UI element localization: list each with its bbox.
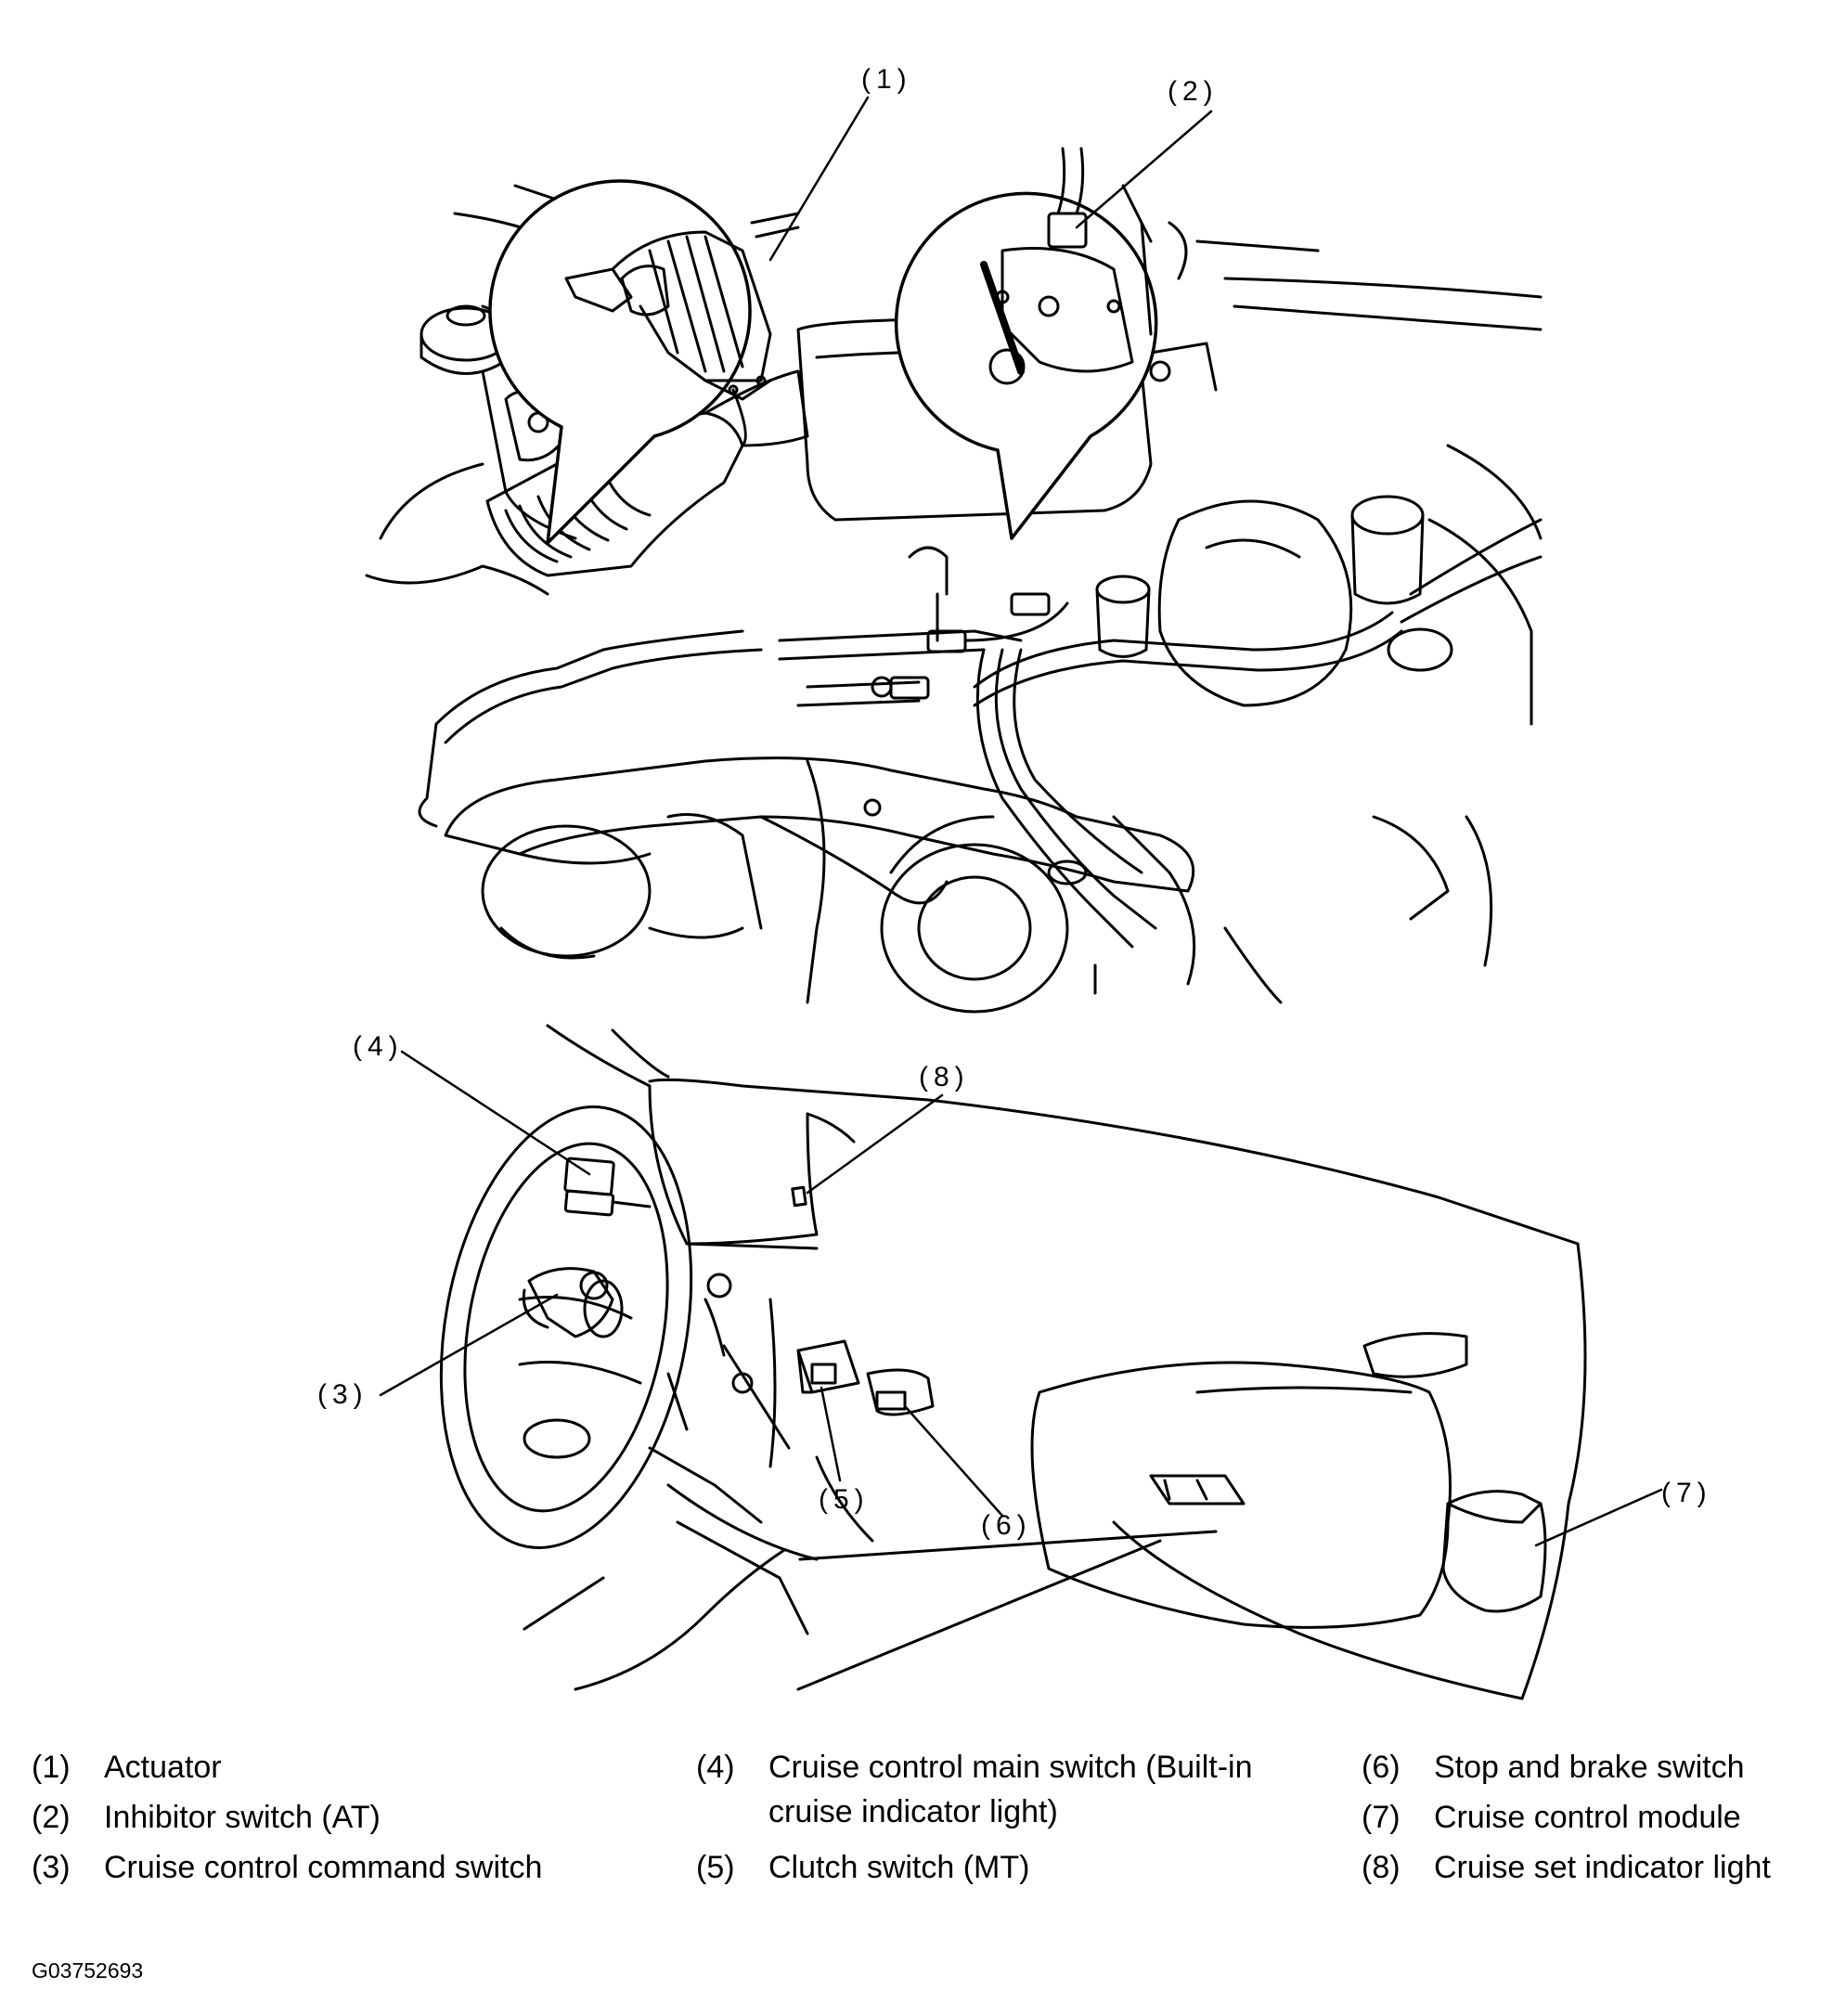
cruise-control-location-diagram: (1) (2) (4) (8) (3) (5) (6) (7) [317,64,1712,1700]
callout-8: (8) [919,1062,970,1092]
callout-3: (3) [317,1379,368,1410]
parts-legend: (1) Actuator (2) Inhibitor switch (AT) (… [0,1745,1846,1931]
actuator-detail-bubble [488,179,800,545]
callout-leader-lines [379,96,1663,1547]
legend-text: Cruise set indicator light [1434,1850,1771,1885]
legend-text: Cruise control command switch [104,1850,543,1885]
callout-labels: (1) (2) (4) (8) (3) (5) (6) (7) [317,64,1712,1541]
legend-number: (7) [1362,1800,1401,1835]
legend-number: (5) [696,1850,735,1885]
legend-text: Stop and brake switch [1434,1750,1745,1785]
legend-number: (2) [32,1800,71,1835]
dashboard-illustration [439,1024,1587,1700]
legend-number: (8) [1362,1850,1401,1885]
legend-text: Actuator [104,1750,222,1785]
legend-text: Clutch switch (MT) [768,1850,1030,1885]
callout-4: (4) [353,1031,404,1062]
legend-number: (1) [32,1750,71,1785]
callout-7: (7) [1661,1478,1712,1508]
legend-text: Cruise control main switch (Built-in cru… [768,1750,1253,1829]
inhibitor-switch-detail-bubble [894,147,1188,540]
legend-number: (4) [696,1750,735,1785]
legend-number: (3) [32,1850,71,1885]
legend-number: (6) [1362,1750,1401,1785]
callout-5: (5) [819,1484,870,1515]
callout-1: (1) [861,64,912,95]
callout-2: (2) [1168,76,1219,107]
callout-6: (6) [981,1510,1032,1541]
legend-text: Cruise control module [1434,1800,1741,1835]
legend-text: Inhibitor switch (AT) [104,1800,381,1835]
figure-id: G03752693 [32,1958,144,1983]
